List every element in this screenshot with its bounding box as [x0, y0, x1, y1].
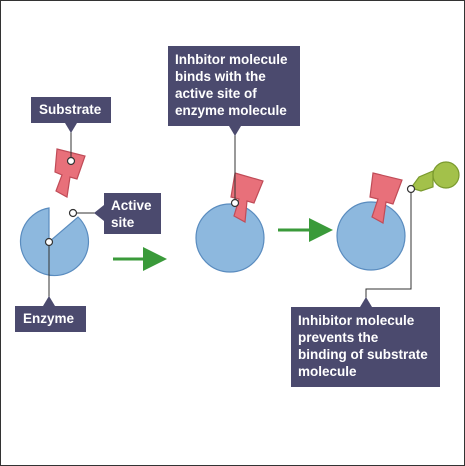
inhibitor-prevents-line-2: prevents the [298, 330, 379, 345]
enzyme-label-text: Enzyme [23, 311, 75, 326]
substrate-blocked [410, 170, 434, 192]
pointer-substrate [65, 123, 77, 133]
inhibitor-prevents-line-4: molecule [298, 364, 357, 379]
inhibitor-binds-line-4: enzyme molecule [175, 103, 287, 118]
pointer-inhibitor-binds [229, 126, 241, 136]
pointer-inhibitor-prevents [360, 297, 372, 307]
inhibitor-3 [369, 172, 403, 224]
enzyme-1 [19, 207, 90, 277]
inhibitor-binds-line-2: binds with the [175, 69, 266, 84]
enzyme-2 [195, 203, 265, 273]
inhibitor-bound [230, 172, 264, 223]
enzyme-3 [336, 201, 406, 271]
active-site-label: Active site [104, 193, 161, 234]
inhibitor-binds-label: Inhbitor molecule binds with the active … [168, 46, 300, 126]
substrate-1 [54, 148, 86, 198]
marker-inhibitor-bound [230, 198, 240, 208]
marker-substrate [66, 156, 76, 166]
substrate-label: Substrate [31, 97, 111, 123]
marker-active-site [68, 208, 78, 218]
inhibitor-prevents-line-3: binding of substrate [298, 347, 428, 362]
enzyme-label: Enzyme [15, 306, 86, 332]
active-site-label-line-1: Active [111, 198, 152, 213]
marker-inhibitor-blocked [406, 184, 416, 194]
pointer-enzyme [43, 296, 55, 306]
inhibitor-prevents-label: Inhibitor molecule prevents the binding … [291, 307, 440, 387]
substrate-label-text: Substrate [39, 102, 102, 117]
substrate-blocked-head [432, 161, 460, 189]
inhibitor-prevents-line-1: Inhibitor molecule [298, 313, 415, 328]
inhibitor-binds-line-3: active site of [175, 86, 257, 101]
pointer-active-site [94, 205, 104, 221]
active-site-label-line-2: site [111, 215, 135, 230]
inhibitor-binds-line-1: Inhbitor molecule [175, 52, 288, 67]
marker-enzyme [44, 237, 54, 247]
